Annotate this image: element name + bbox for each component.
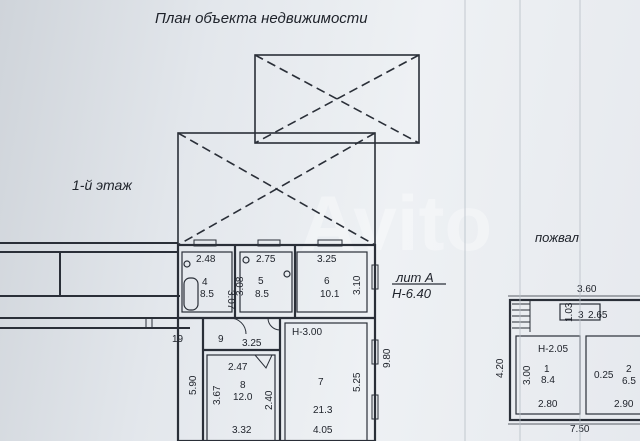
room6-width: 3.25 xyxy=(317,254,337,265)
room7-height: 5.25 xyxy=(352,372,363,392)
room1-width: 2.80 xyxy=(538,399,558,410)
dim-590: 5.90 xyxy=(188,375,199,395)
upper-crossed-block xyxy=(254,54,420,144)
windows xyxy=(145,239,379,420)
room1-area: 8.4 xyxy=(541,375,555,386)
room7-area: 21.3 xyxy=(313,405,333,416)
room4-number: 4 xyxy=(202,277,208,288)
room6-height: 3.10 xyxy=(352,275,363,295)
plan-title: План объекта недвижимости xyxy=(155,10,368,27)
lit-label: лит А xyxy=(395,270,434,285)
room2-height: 0.25 xyxy=(594,370,614,381)
room2-number: 2 xyxy=(626,364,632,375)
room2-width: 2.90 xyxy=(614,399,634,410)
dim-9: 9 xyxy=(218,334,224,345)
room3-width: 2.65 xyxy=(588,310,608,321)
basement-stairs xyxy=(512,300,531,332)
room1-height: 3.00 xyxy=(522,365,533,385)
room8-height: 3.67 xyxy=(212,385,223,405)
room1-ceiling: Н-2.05 xyxy=(538,344,568,355)
floor-label: 1-й этаж xyxy=(72,177,133,193)
room4-area: 8.5 xyxy=(200,289,214,300)
bathtub xyxy=(183,256,291,311)
dim-360: 3.60 xyxy=(577,284,597,295)
dim-19: 19 xyxy=(172,334,184,345)
paper-rulings xyxy=(464,0,581,441)
room8-area: 12.0 xyxy=(233,392,253,403)
room5-height: 3.08 xyxy=(235,276,246,296)
room5-width: 2.75 xyxy=(256,254,276,265)
room7-ceiling: Н-3.00 xyxy=(292,327,322,338)
room2-area: 6.5 xyxy=(622,376,636,387)
dim-240: 2.40 xyxy=(264,390,275,410)
room3-number: 3 xyxy=(578,310,584,321)
room3-height: 1.03 xyxy=(564,302,575,322)
room8-width: 3.32 xyxy=(232,425,252,436)
rooms-outline xyxy=(176,243,377,441)
dim-420: 4.20 xyxy=(495,358,506,378)
room5-area: 8.5 xyxy=(255,289,269,300)
basement-label: пожвал xyxy=(535,230,580,245)
left-walls xyxy=(0,242,200,329)
dim-247: 2.47 xyxy=(228,362,248,373)
room6-number: 6 xyxy=(324,276,330,287)
room7-number: 7 xyxy=(318,377,324,388)
dim-980: 9.80 xyxy=(382,348,393,368)
room4-height: 3.07 xyxy=(225,290,236,310)
room8-number: 8 xyxy=(240,380,246,391)
dim-325: 3.25 xyxy=(242,338,262,349)
room5-number: 5 xyxy=(258,276,264,287)
room4-width: 2.48 xyxy=(196,254,216,265)
doors xyxy=(229,317,281,369)
room1-number: 1 xyxy=(544,364,550,375)
room6-area: 10.1 xyxy=(320,289,340,300)
room7-width: 4.05 xyxy=(313,425,333,436)
height-label: Н-6.40 xyxy=(392,286,432,301)
